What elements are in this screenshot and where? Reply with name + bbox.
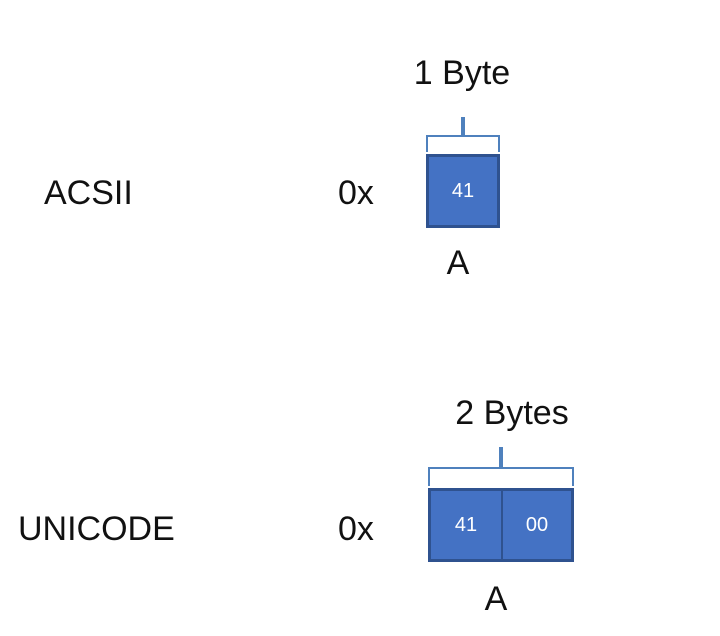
- unicode-byte-row: 41 00: [428, 488, 574, 562]
- byte-cell: 41: [451, 179, 475, 202]
- ascii-label: ACSII: [44, 174, 133, 212]
- ascii-byte-size-label: 1 Byte: [413, 54, 511, 92]
- unicode-character-label: A: [484, 580, 508, 618]
- ascii-character-label: A: [446, 244, 470, 282]
- unicode-brace: [428, 447, 574, 486]
- unicode-label: UNICODE: [18, 510, 175, 548]
- byte-cell: 00: [500, 491, 571, 559]
- ascii-byte-row: 41: [426, 154, 500, 228]
- ascii-brace: [426, 117, 500, 152]
- byte-cell: 41: [454, 513, 478, 536]
- unicode-byte-size-label: 2 Bytes: [455, 394, 569, 432]
- ascii-hex-prefix: 0x: [338, 174, 374, 212]
- unicode-hex-prefix: 0x: [338, 510, 374, 548]
